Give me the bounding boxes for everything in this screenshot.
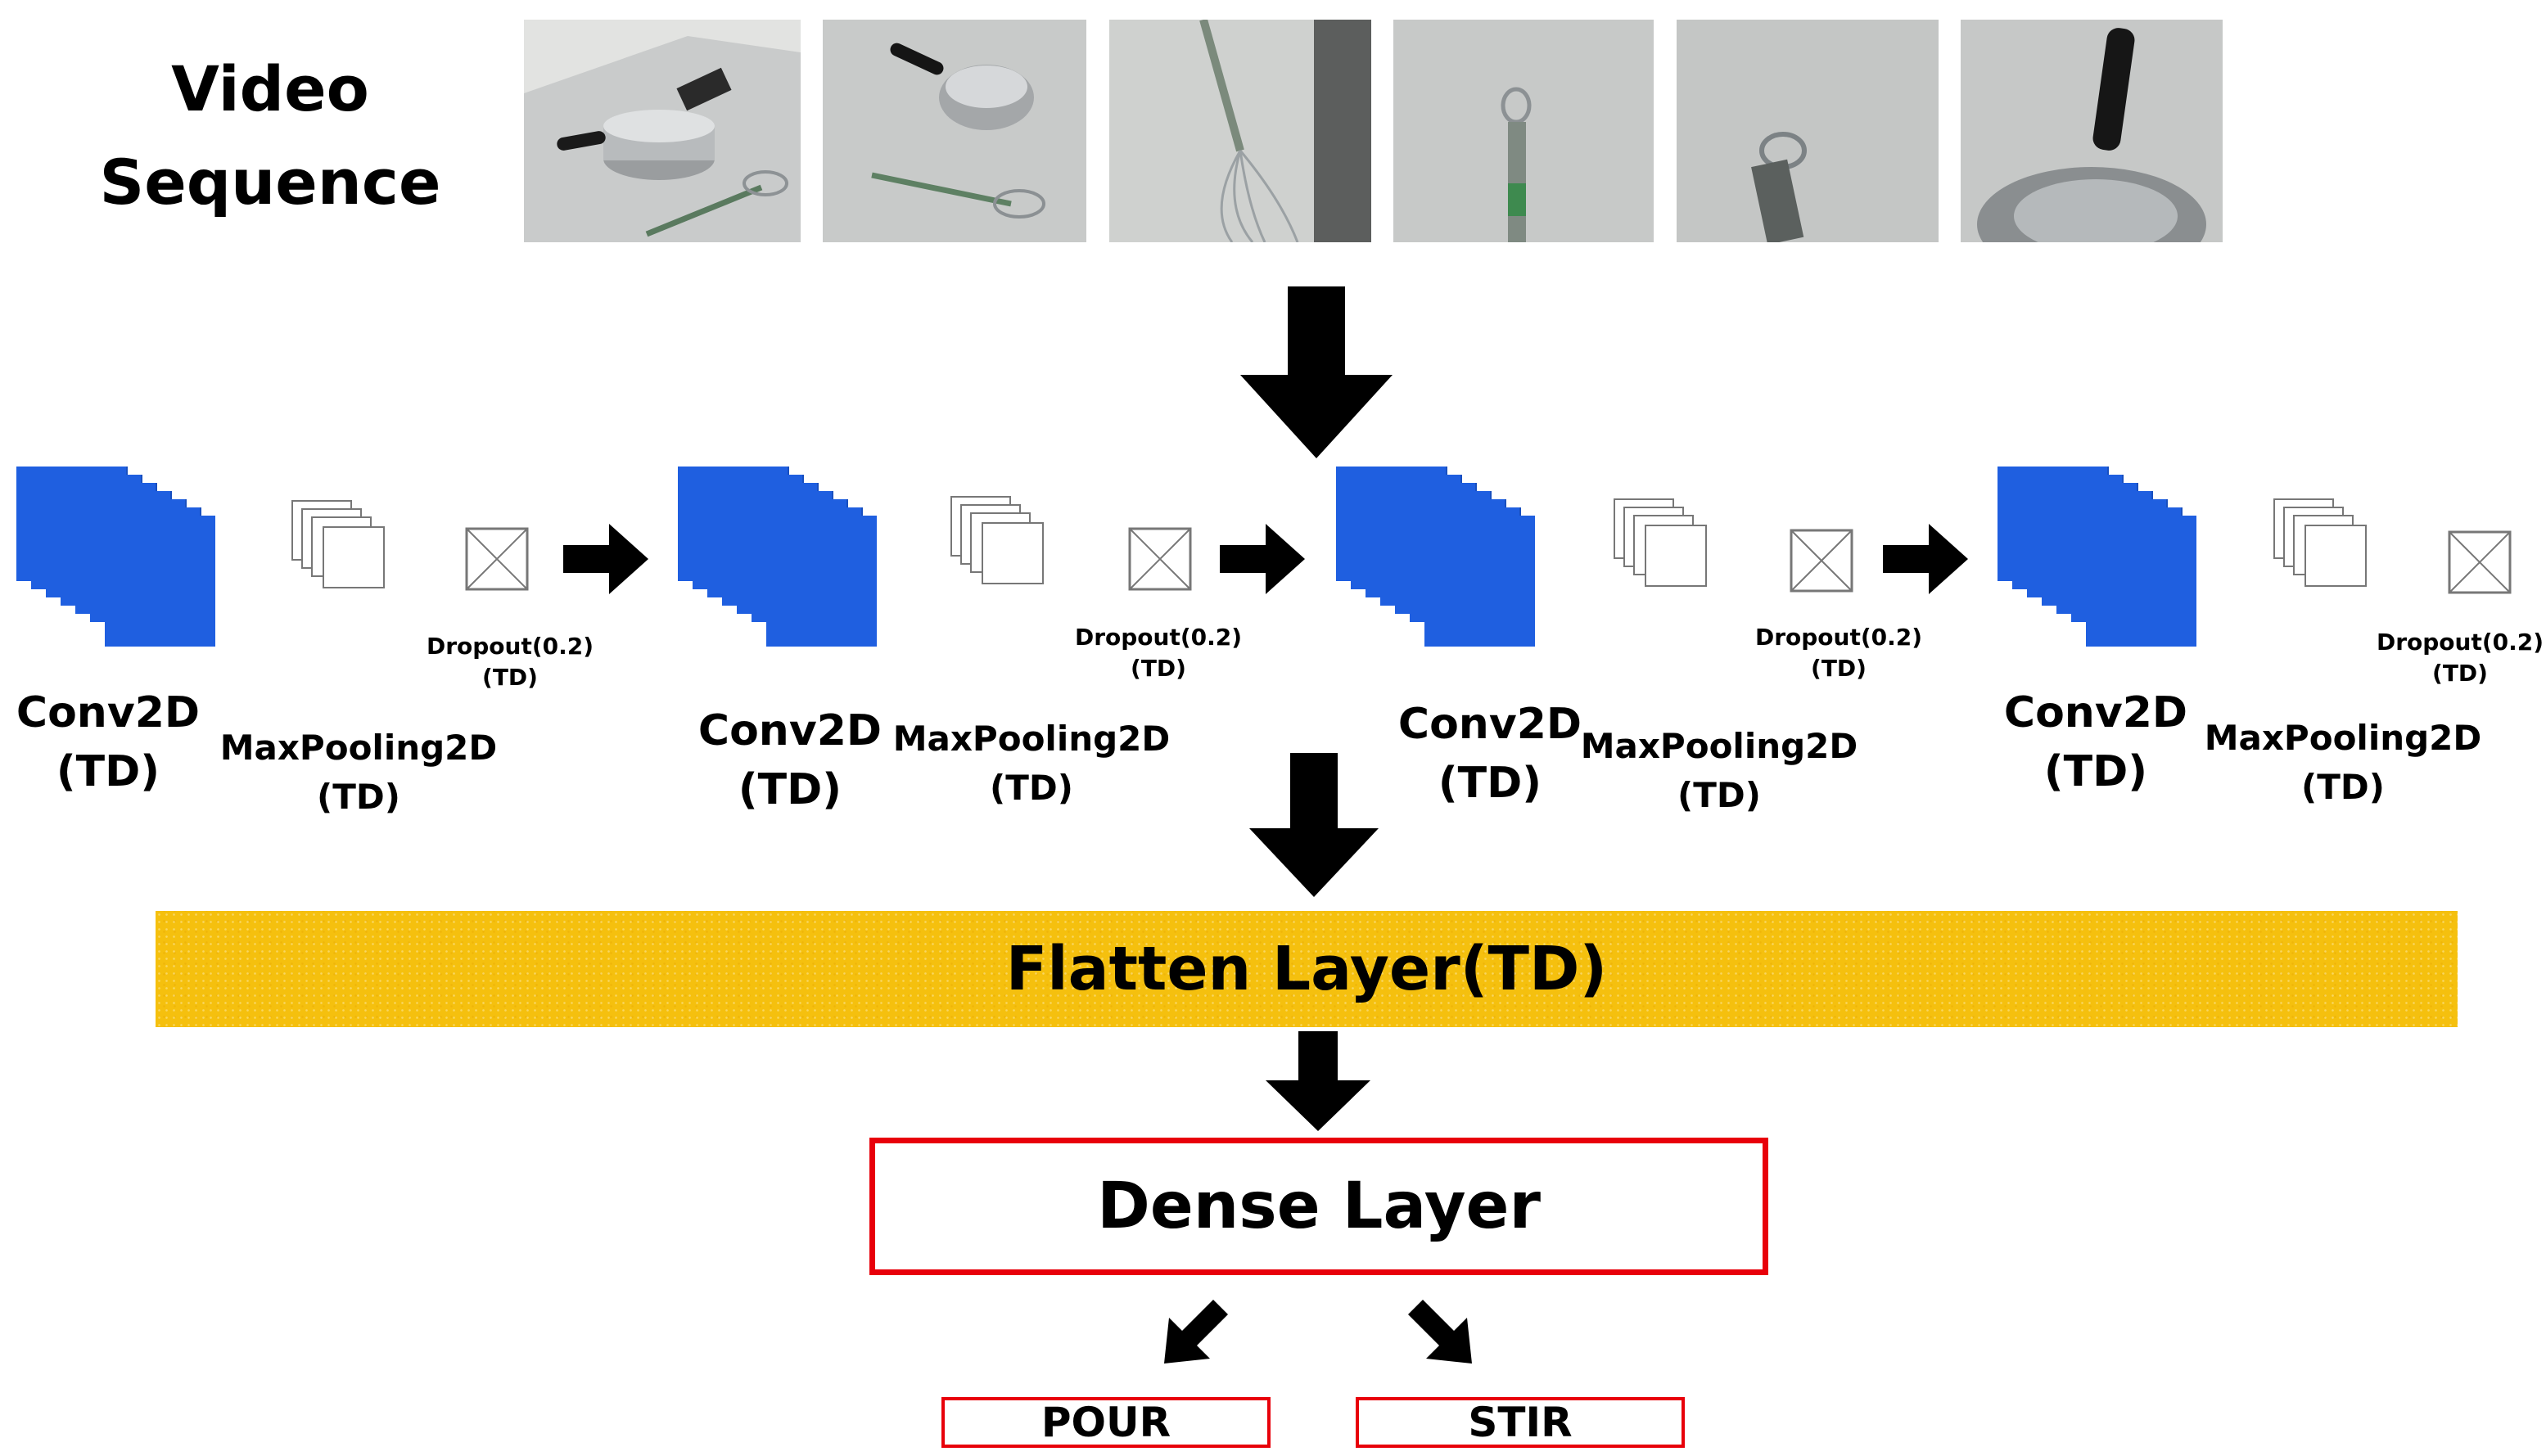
video-frame-2: [823, 20, 1086, 242]
conv-stack-icon: [1998, 467, 2202, 655]
video-frame-3: [1109, 20, 1371, 242]
maxpooling-label-line-2: (TD): [990, 768, 1073, 808]
dropout-label-line-2: (TD): [1131, 655, 1186, 682]
dropout-label: Dropout(0.2) (TD): [1064, 622, 1253, 684]
video-frame-1: [524, 20, 801, 242]
dropout-label: Dropout(0.2) (TD): [416, 631, 604, 693]
maxpooling-label-line-2: (TD): [317, 777, 400, 817]
diagonal-arrow-icon: [1408, 1300, 1472, 1364]
conv-stack-icon: [678, 467, 883, 655]
dropout-label: Dropout(0.2) (TD): [1745, 622, 1933, 684]
dropout-cross-icon: [465, 527, 529, 591]
conv2d-label-line-1: Conv2D: [16, 688, 201, 737]
diagonal-arrow-icon: [1164, 1300, 1228, 1364]
video-frame-4: [1393, 20, 1654, 242]
dropout-label-line-2: (TD): [482, 664, 538, 691]
dropout-label-line-1: Dropout(0.2): [1074, 624, 1243, 651]
conv2d-label-line-1: Conv2D: [2003, 688, 2188, 737]
dropout-label-line-1: Dropout(0.2): [2376, 629, 2544, 656]
maxpooling-label-line-2: (TD): [1677, 775, 1761, 815]
pooling-squares-icon: [2273, 498, 2371, 592]
dropout-cross-icon: [2448, 530, 2512, 594]
conv2d-label: Conv2D (TD): [2, 683, 214, 801]
conv2d-label-line-1: Conv2D: [697, 706, 883, 755]
maxpooling-label-line-1: MaxPooling2D: [1580, 726, 1858, 766]
dropout-cross-icon: [1790, 529, 1853, 593]
right-arrow-icon: [563, 524, 648, 594]
conv2d-label-line-1: Conv2D: [1397, 700, 1582, 749]
title-line-1: Video: [171, 52, 369, 125]
pooling-squares-icon: [950, 495, 1048, 589]
title-line-2: Sequence: [99, 146, 441, 219]
maxpooling-label: MaxPooling2D (TD): [892, 714, 1171, 813]
maxpooling-label-line-1: MaxPooling2D: [892, 719, 1171, 759]
pooling-squares-icon: [291, 499, 389, 593]
maxpooling-label: MaxPooling2D (TD): [1580, 722, 1858, 820]
right-arrow-icon: [1883, 524, 1968, 594]
right-arrow-icon: [1220, 524, 1305, 594]
output-pour-label: POUR: [1041, 1399, 1171, 1446]
down-arrow-icon: [1249, 753, 1379, 897]
maxpooling-label: MaxPooling2D (TD): [2204, 714, 2482, 812]
output-stir-box: STIR: [1356, 1397, 1685, 1448]
video-frame-5: [1677, 20, 1939, 242]
dropout-label-line-1: Dropout(0.2): [426, 633, 594, 660]
conv2d-label: Conv2D (TD): [1384, 695, 1596, 813]
video-sequence-title: Video Sequence: [82, 43, 458, 229]
conv-stack-icon: [1336, 467, 1541, 655]
conv2d-label: Conv2D (TD): [1989, 683, 2202, 801]
conv2d-label-line-2: (TD): [56, 747, 160, 796]
output-stir-label: STIR: [1468, 1399, 1573, 1446]
dropout-cross-icon: [1128, 527, 1192, 591]
flatten-layer-label: Flatten Layer(TD): [1005, 934, 1608, 1004]
dense-layer-label: Dense Layer: [1097, 1170, 1541, 1243]
conv2d-label-line-2: (TD): [2043, 747, 2148, 796]
video-frame-6: [1961, 20, 2223, 242]
output-pour-box: POUR: [941, 1397, 1271, 1448]
maxpooling-label-line-1: MaxPooling2D: [2204, 718, 2482, 758]
maxpooling-label-line-2: (TD): [2301, 767, 2385, 807]
down-arrow-icon: [1266, 1031, 1370, 1131]
dropout-label-line-2: (TD): [1811, 655, 1867, 682]
maxpooling-label-line-1: MaxPooling2D: [219, 728, 498, 768]
flatten-layer: Flatten Layer(TD): [156, 911, 2458, 1027]
conv2d-label-line-2: (TD): [1438, 759, 1542, 808]
maxpooling-label: MaxPooling2D (TD): [219, 723, 498, 822]
conv2d-label: Conv2D (TD): [684, 701, 896, 819]
down-arrow-icon: [1240, 286, 1393, 458]
dense-layer: Dense Layer: [869, 1138, 1768, 1275]
conv2d-label-line-2: (TD): [738, 765, 842, 814]
pooling-squares-icon: [1613, 498, 1711, 592]
dropout-label-line-1: Dropout(0.2): [1754, 624, 1923, 651]
conv-stack-icon: [16, 467, 221, 655]
dropout-label: Dropout(0.2) (TD): [2366, 627, 2546, 689]
dropout-label-line-2: (TD): [2432, 660, 2488, 687]
